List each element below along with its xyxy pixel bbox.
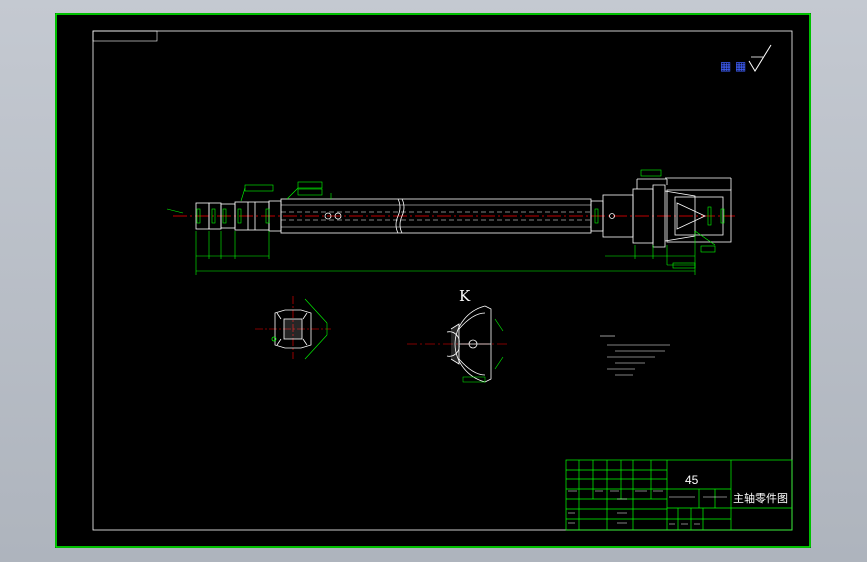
outer-border bbox=[55, 13, 811, 548]
main-view-dimensions bbox=[166, 169, 725, 275]
shaft-main-view bbox=[173, 177, 735, 248]
svg-text:▦: ▦ bbox=[720, 59, 731, 73]
drawing-canvas: ▦ ▦ bbox=[55, 13, 811, 548]
detail-k-label: K bbox=[459, 287, 471, 305]
title-block bbox=[565, 459, 793, 531]
inner-border bbox=[92, 30, 793, 531]
material-label: 45 bbox=[685, 473, 699, 487]
detail-view-k bbox=[407, 305, 507, 383]
reverse-title-box bbox=[92, 30, 158, 42]
part-name-label: 主轴零件图 bbox=[733, 492, 788, 505]
technical-notes bbox=[600, 335, 670, 376]
drawing-sheet: ▦ ▦ bbox=[55, 13, 811, 548]
svg-text:▦: ▦ bbox=[735, 59, 746, 73]
roughness-symbol: ▦ ▦ bbox=[720, 44, 772, 73]
section-view bbox=[255, 296, 331, 360]
